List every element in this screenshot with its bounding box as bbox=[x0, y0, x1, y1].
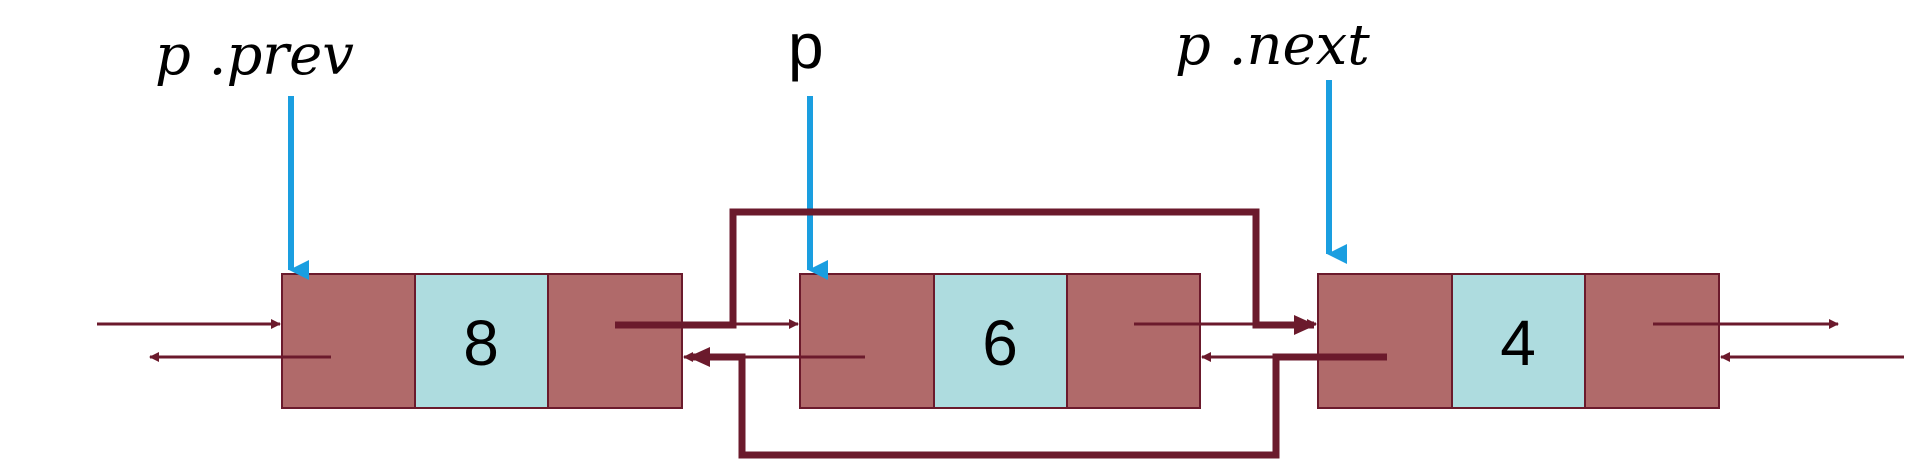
bypass-prev-link bbox=[688, 347, 1387, 459]
node-3-prev-cell bbox=[1317, 273, 1453, 409]
node-3-data-cell bbox=[1451, 273, 1586, 409]
label-p-prev: p .prev bbox=[155, 23, 354, 88]
node-2-value: 6 bbox=[982, 307, 1018, 379]
node-3: 4 bbox=[1317, 273, 1720, 409]
node-2-next-cell bbox=[1066, 273, 1201, 409]
node-1-next-cell bbox=[547, 273, 683, 409]
node-1: 8 bbox=[281, 273, 683, 409]
node-1-prev-cell bbox=[281, 273, 416, 409]
node-1-data-cell bbox=[414, 273, 549, 409]
node-2: 6 bbox=[799, 273, 1201, 409]
label-p: p bbox=[788, 10, 824, 82]
node-2-data-cell bbox=[933, 273, 1068, 409]
node-3-value: 4 bbox=[1500, 307, 1536, 379]
node-2-prev-cell bbox=[799, 273, 935, 409]
node-1-value: 8 bbox=[463, 307, 499, 379]
bypass-next-link bbox=[615, 208, 1316, 335]
label-p-next: p .next bbox=[1175, 13, 1370, 78]
node-3-next-cell bbox=[1584, 273, 1720, 409]
